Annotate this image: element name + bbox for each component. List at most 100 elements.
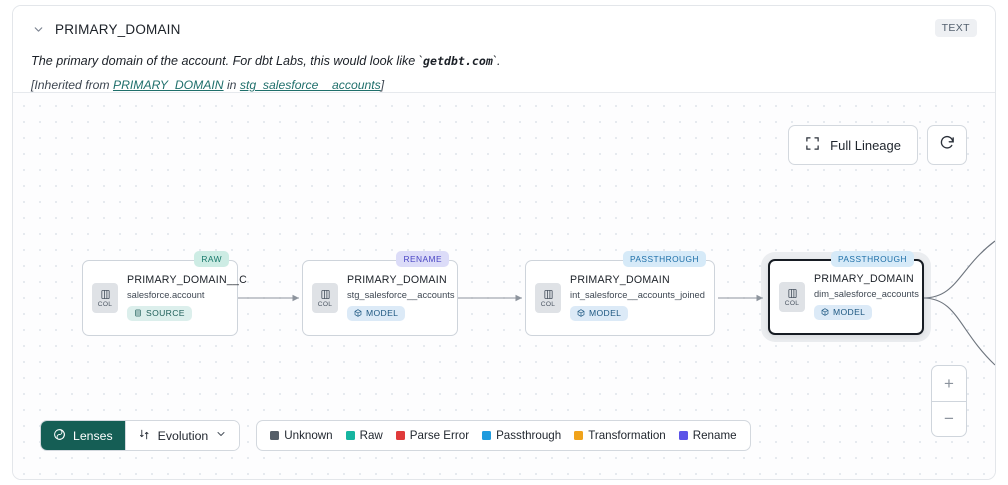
node-kind-badge-1: MODEL xyxy=(347,305,406,321)
header-title-row: PRIMARY_DOMAIN xyxy=(31,18,977,40)
node-tag-0: RAW xyxy=(194,251,229,267)
node-kind-label-3: MODEL xyxy=(833,307,866,318)
legend-label-rename: Rename xyxy=(692,429,737,442)
lens-icon xyxy=(53,428,66,444)
col-badge-label-0: COL xyxy=(97,300,113,308)
expand-corners-icon xyxy=(805,136,820,154)
node-body-2: PRIMARY_DOMAIN int_salesforce__accounts_… xyxy=(570,274,706,323)
node-tag-2: PASSTHROUGH xyxy=(622,251,706,267)
node-kind-badge-0: SOURCE xyxy=(127,305,192,321)
col-badge-label-2: COL xyxy=(540,300,556,308)
inherited-model-link[interactable]: stg_salesforce__accounts xyxy=(239,78,381,93)
description-code: getdbt.com xyxy=(423,54,493,68)
legend-swatch-passthrough xyxy=(482,431,492,440)
legend-swatch-unknown xyxy=(270,431,280,440)
legend-swatch-parse-error xyxy=(395,431,405,440)
canvas-top-controls: Full Lineage xyxy=(788,125,967,165)
col-badge-label-1: COL xyxy=(317,300,333,308)
node-kind-label-2: MODEL xyxy=(589,308,622,319)
inherited-mid: in xyxy=(223,78,240,93)
lineage-node-1[interactable]: RENAME COL PRIMARY_DOMAIN stg_salesforce… xyxy=(302,251,458,336)
node-subtitle-1: stg_salesforce__accounts xyxy=(347,289,455,300)
legend-item-passthrough: Passthrough xyxy=(482,429,561,442)
column-description: The primary domain of the account. For d… xyxy=(31,53,977,69)
lineage-canvas[interactable]: RAW COL PRIMARY_DOMAIN__C salesforce.acc… xyxy=(13,92,995,479)
full-lineage-label: Full Lineage xyxy=(830,137,901,153)
legend-swatch-rename xyxy=(678,431,688,440)
legend-item-rename: Rename xyxy=(678,429,737,442)
node-subtitle-0: salesforce.account xyxy=(127,289,205,300)
column-detail-panel: PRIMARY_DOMAIN TEXT The primary domain o… xyxy=(12,5,996,480)
node-body-1: PRIMARY_DOMAIN stg_salesforce__accounts … xyxy=(347,273,455,323)
inherited-column-link[interactable]: PRIMARY_DOMAIN xyxy=(112,78,224,93)
full-lineage-button[interactable]: Full Lineage xyxy=(788,125,918,165)
refresh-icon xyxy=(939,134,956,156)
zoom-out-button[interactable]: − xyxy=(932,401,966,436)
updown-arrows-icon xyxy=(138,428,151,444)
type-badge: TEXT xyxy=(934,19,977,37)
chevron-down-icon xyxy=(215,428,227,443)
refresh-button[interactable] xyxy=(927,125,967,165)
col-badge-2: COL xyxy=(535,283,561,313)
col-badge-0: COL xyxy=(92,283,118,313)
lineage-node-3[interactable]: PASSTHROUGH COL PRIMARY_DOMAIN dim_sales… xyxy=(768,251,924,335)
col-badge-label-3: COL xyxy=(784,299,800,307)
node-kind-badge-2: MODEL xyxy=(570,305,629,321)
legend-label-transformation: Transformation xyxy=(588,429,666,442)
legend-label-passthrough: Passthrough xyxy=(496,429,562,442)
evolution-label: Evolution xyxy=(157,428,209,443)
legend-item-parse-error: Parse Error xyxy=(395,429,470,442)
legend-label-parse-error: Parse Error xyxy=(409,429,470,442)
node-name-3: PRIMARY_DOMAIN xyxy=(814,272,914,285)
zoom-controls: + − xyxy=(931,365,967,437)
inherited-suffix: ] xyxy=(380,78,385,93)
node-kind-label-1: MODEL xyxy=(366,308,399,319)
node-tag-1: RENAME xyxy=(396,251,449,267)
node-name-2: PRIMARY_DOMAIN xyxy=(570,273,670,286)
chevron-down-icon[interactable] xyxy=(31,22,45,36)
col-badge-1: COL xyxy=(312,283,338,313)
node-content-2: COL PRIMARY_DOMAIN int_salesforce__accou… xyxy=(526,261,714,335)
node-subtitle-2: int_salesforce__accounts_joined xyxy=(570,289,705,300)
description-text-end: `. xyxy=(492,54,501,68)
inherited-from-line: [Inherited from PRIMARY_DOMAIN in stg_sa… xyxy=(31,78,977,92)
node-body-3: PRIMARY_DOMAIN dim_salesforce_accounts M… xyxy=(814,272,919,322)
panel-header: PRIMARY_DOMAIN TEXT The primary domain o… xyxy=(13,6,995,92)
column-icon xyxy=(543,289,553,299)
node-subtitle-3: dim_salesforce_accounts xyxy=(814,288,919,299)
legend-swatch-transformation xyxy=(574,431,584,440)
node-name-1: PRIMARY_DOMAIN xyxy=(347,273,447,286)
evolution-dropdown[interactable]: Evolution xyxy=(124,421,240,450)
legend-item-raw: Raw xyxy=(345,429,383,442)
legend-item-transformation: Transformation xyxy=(574,429,666,442)
lineage-node-2[interactable]: PASSTHROUGH COL PRIMARY_DOMAIN int_sales… xyxy=(525,251,715,336)
inherited-prefix: [Inherited from xyxy=(31,78,113,93)
database-icon xyxy=(135,309,141,317)
zoom-in-button[interactable]: + xyxy=(944,373,954,393)
lenses-control-group: Lenses Evolution xyxy=(40,420,241,451)
legend-item-unknown: Unknown xyxy=(270,429,333,442)
lenses-label: Lenses xyxy=(73,428,113,443)
cube-icon xyxy=(354,309,362,317)
col-badge-3: COL xyxy=(779,282,805,312)
node-content-1: COL PRIMARY_DOMAIN stg_salesforce__accou… xyxy=(303,261,457,335)
lineage-node-0[interactable]: RAW COL PRIMARY_DOMAIN__C salesforce.acc… xyxy=(82,251,248,336)
lineage-graph: RAW COL PRIMARY_DOMAIN__C salesforce.acc… xyxy=(13,93,995,479)
legend-swatch-raw xyxy=(345,431,355,440)
cube-icon xyxy=(821,308,829,316)
lenses-button[interactable]: Lenses xyxy=(41,421,125,450)
legend-label-unknown: Unknown xyxy=(284,429,333,442)
canvas-bottom-bar: Lenses Evolution Unknown Raw Parse Error… xyxy=(40,420,751,451)
lineage-edges xyxy=(237,240,995,366)
column-icon xyxy=(320,289,330,299)
column-icon xyxy=(787,288,797,298)
node-content-3: COL PRIMARY_DOMAIN dim_salesforce_accoun… xyxy=(770,261,922,333)
node-body-0: PRIMARY_DOMAIN__C salesforce.account SOU… xyxy=(127,273,248,323)
lineage-legend: Unknown Raw Parse Error Passthrough Tran… xyxy=(256,420,751,451)
node-content-0: COL PRIMARY_DOMAIN__C salesforce.account… xyxy=(83,261,248,335)
cube-icon xyxy=(577,309,585,317)
node-name-0: PRIMARY_DOMAIN__C xyxy=(127,273,248,286)
node-kind-label-0: SOURCE xyxy=(146,308,185,319)
column-icon xyxy=(100,289,110,299)
node-tag-3: PASSTHROUGH xyxy=(830,251,914,267)
